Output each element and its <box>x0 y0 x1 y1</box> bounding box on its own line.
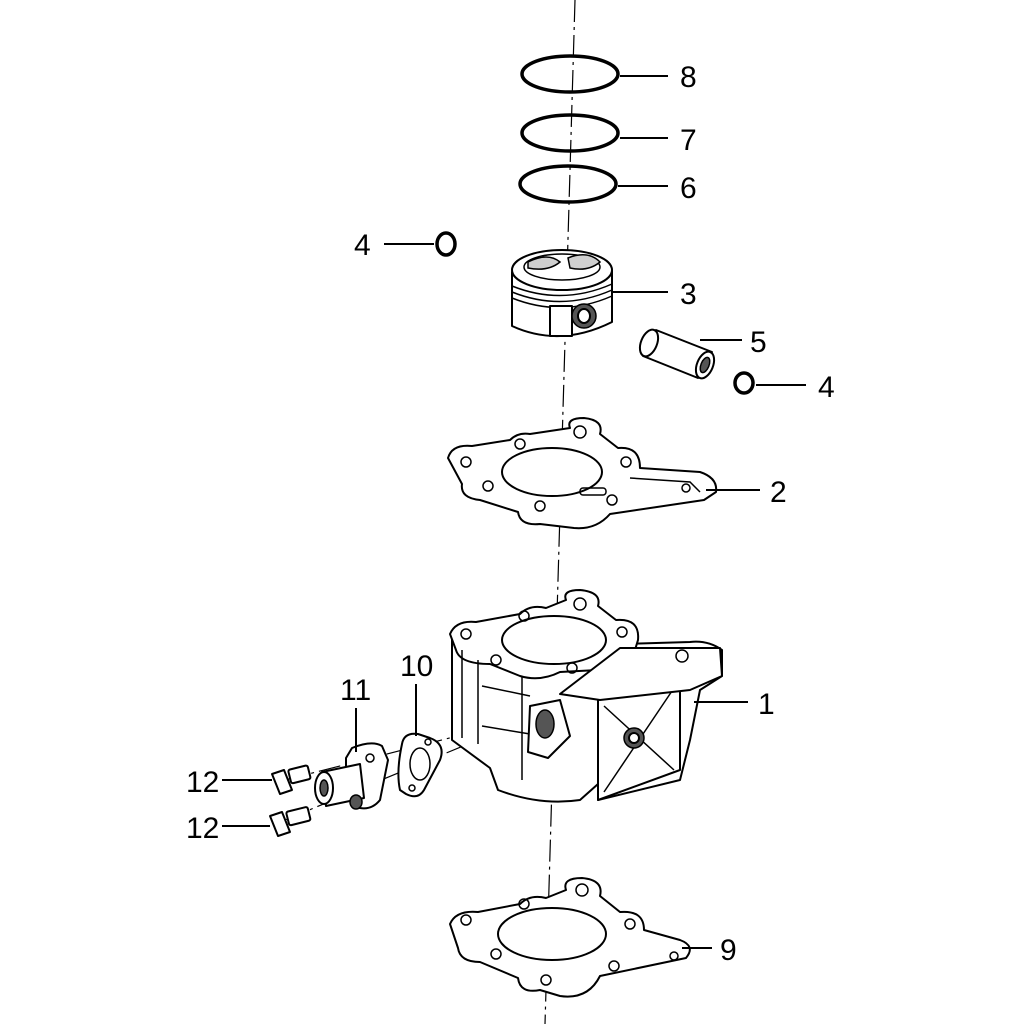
part-2-cylinder-head-gasket[interactable] <box>447 417 718 530</box>
part-6-piston-ring[interactable] <box>518 164 618 204</box>
part-7-piston-ring[interactable] <box>520 113 620 153</box>
callout-10: 10 <box>400 650 433 683</box>
part-12-bolt-upper[interactable] <box>271 764 312 795</box>
callout-12-lower: 12 <box>186 812 219 845</box>
part-11-cam-chain-tensioner[interactable] <box>314 742 389 810</box>
part-10-tensioner-gasket[interactable] <box>397 732 443 798</box>
part-3-piston[interactable] <box>511 249 613 338</box>
callout-12-upper: 12 <box>186 766 219 799</box>
center-axis-line <box>544 0 576 1024</box>
part-5-piston-pin[interactable] <box>636 327 717 381</box>
part-12-bolt-lower[interactable] <box>269 806 312 837</box>
callout-4-left: 4 <box>354 229 371 262</box>
part-9-cylinder-base-gasket[interactable] <box>449 877 691 998</box>
callout-8: 8 <box>680 61 697 94</box>
part-4-circlip-right[interactable] <box>733 371 755 395</box>
callout-1: 1 <box>758 688 775 721</box>
callout-2: 2 <box>770 476 787 509</box>
callout-7: 7 <box>680 124 697 157</box>
part-1-cylinder-block[interactable] <box>449 589 723 803</box>
callout-9: 9 <box>720 934 737 967</box>
callout-4-right: 4 <box>818 371 835 404</box>
callout-3: 3 <box>680 278 697 311</box>
callout-5: 5 <box>750 326 767 359</box>
callout-6: 6 <box>680 172 697 205</box>
callout-11: 11 <box>340 674 371 707</box>
part-8-piston-ring[interactable] <box>520 54 620 94</box>
part-4-circlip-left[interactable] <box>435 231 457 257</box>
